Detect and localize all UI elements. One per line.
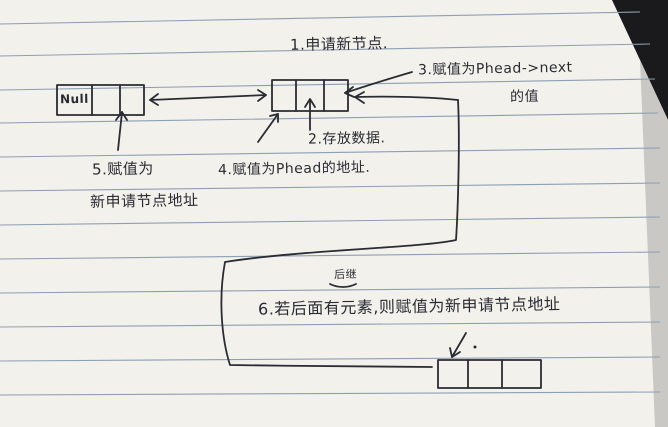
step5-note-line2: 新申请节点地址 [89,191,199,211]
gray-edge [640,60,668,427]
rule-line [0,147,661,158]
arrow-head-next-node [449,347,461,358]
step5-note-line1: 5.赋值为 [91,159,154,179]
step3-note-line2: 的值 [509,88,540,106]
arrow-head-right [257,89,267,102]
step1-note: 1.申请新节点. [289,34,389,54]
arrow-head-step3 [344,86,355,98]
arrow-head-step2 [304,98,316,108]
rule-lines [0,11,661,396]
arrow-into-next-node [451,332,467,358]
rule-line [0,321,661,328]
rule-line [0,78,656,91]
arrow-step4 [257,113,279,143]
arrow-step3 [344,71,413,94]
arrow-head-step5 [115,111,128,121]
arrow-head-step4 [269,113,279,123]
next-node-box [437,359,542,389]
rule-line [0,112,659,124]
step6-insert-note: 后继 [333,267,358,282]
insert-caret [329,283,357,288]
arrow-step5 [117,111,123,151]
rule-line [0,286,661,294]
rule-line [0,391,661,396]
rule-line [0,11,641,25]
rule-line [0,216,661,226]
rule-line [0,182,661,192]
rule-line [0,356,661,362]
step2-note: 2.存放数据. [307,130,386,148]
step3-note-line1: 3.赋值为Phead->next [417,59,573,79]
null-label: Null [59,91,89,107]
ink-dot [473,345,477,349]
arrow-head-step6-return [354,91,365,104]
rule-line [0,251,661,260]
double-arrow [149,94,267,101]
rule-line [0,43,651,57]
arrow-head-left [149,93,159,106]
ink-drawing [56,71,542,389]
step4-note: 4.赋值为Phead的地址. [217,159,371,179]
arrow-step6-path [220,99,460,368]
arrow-step6-return [354,95,459,101]
left-node-box [56,84,145,116]
